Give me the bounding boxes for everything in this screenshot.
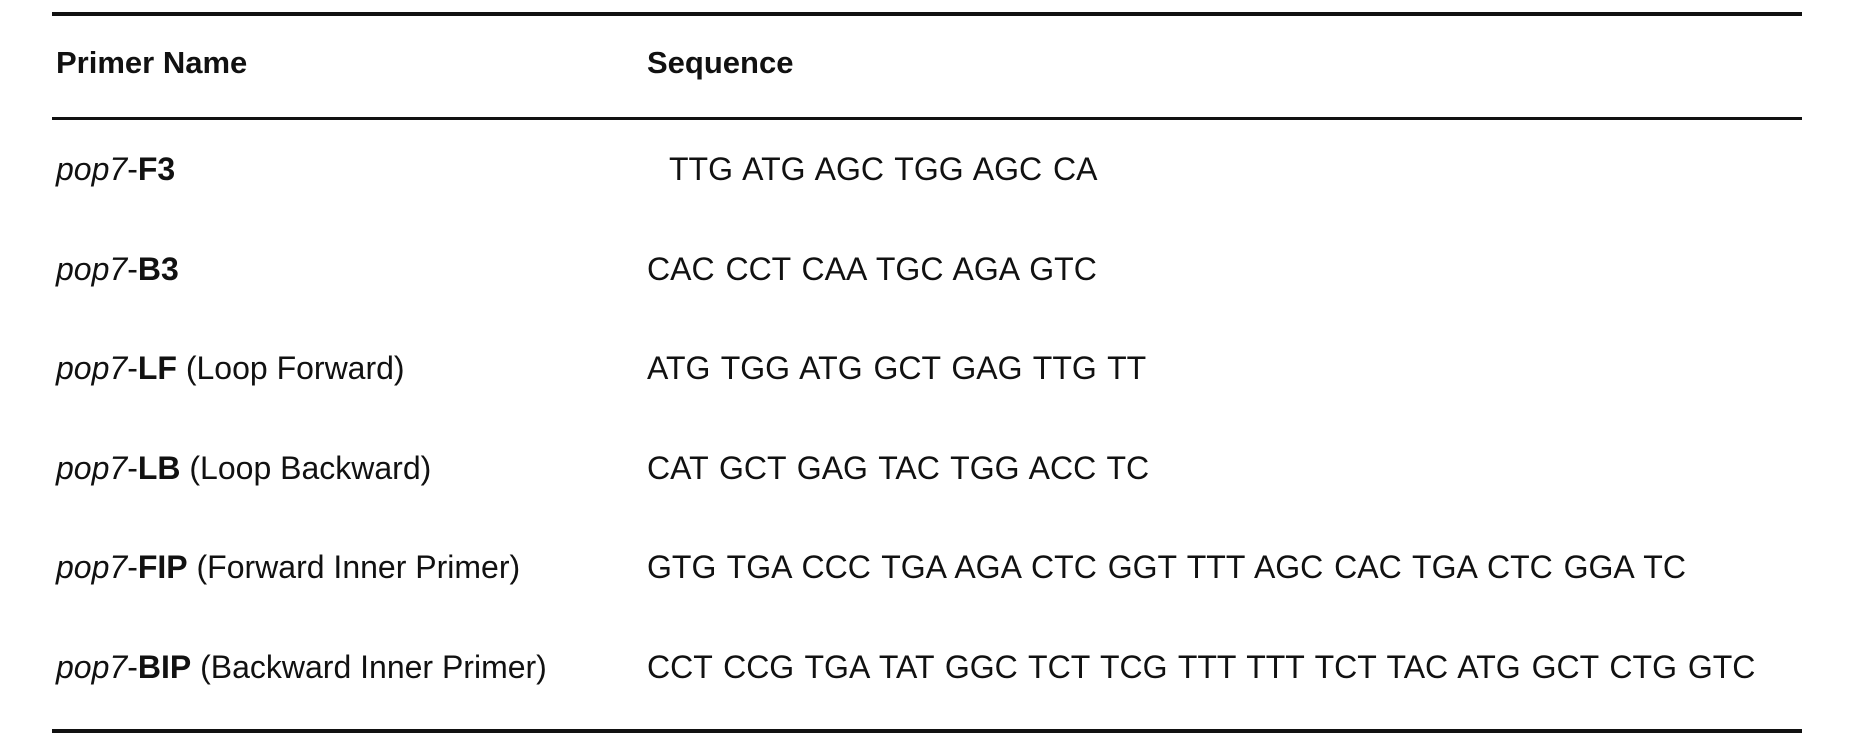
sequence-cell: GTG TGA CCC TGA AGA CTC GGT TTT AGC CAC … [647,549,1686,586]
primer-code: F3 [137,151,176,188]
primer-name-cell: pop7-LF (Loop Forward) [52,350,647,387]
separator: - [127,350,138,387]
table-top-rule [52,12,1802,16]
table-row: pop7-LF (Loop Forward) ATG TGG ATG GCT G… [52,319,1802,419]
separator: - [127,648,138,685]
table-row: pop7-FIP (Forward Inner Primer) GTG TGA … [52,518,1802,618]
primer-desc: (Backward Inner Primer) [191,648,547,685]
gene-name: pop7 [56,549,128,586]
separator: - [127,151,138,188]
table-bottom-rule [52,729,1802,733]
table-header-rule [52,117,1802,120]
separator: - [127,250,138,287]
sequence-cell: CAT GCT GAG TAC TGG ACC TC [647,449,1150,486]
sequence-cell: ATG TGG ATG GCT GAG TTG TT [647,350,1147,387]
primer-table: Primer Name Sequence pop7-F3 TTG ATG AGC… [52,12,1802,733]
primer-name-cell: pop7-B3 [52,251,647,288]
table-row: pop7-B3 CAC CCT CAA TGC AGA GTC [52,220,1802,320]
primer-code: BIP [137,648,192,685]
header-sequence: Sequence [647,44,794,80]
primer-code: FIP [137,549,188,586]
sequence-cell: CCT CCG TGA TAT GGC TCT TCG TTT TTT TCT … [647,648,1756,685]
table-body: pop7-F3 TTG ATG AGC TGG AGC CA pop7-B3 C… [52,120,1802,717]
table-row: pop7-BIP (Backward Inner Primer) CCT CCG… [52,618,1802,718]
gene-name: pop7 [56,648,128,685]
sequence-cell: TTG ATG AGC TGG AGC CA [669,151,1098,188]
primer-code: LF [137,350,177,387]
table-header-row: Primer Name Sequence [52,16,1802,117]
gene-name: pop7 [56,250,128,287]
primer-name-cell: pop7-F3 [52,151,647,188]
primer-name-cell: pop7-FIP (Forward Inner Primer) [52,549,647,586]
primer-desc: (Loop Forward) [176,350,405,387]
gene-name: pop7 [56,449,128,486]
primer-code: B3 [137,250,179,287]
primer-desc: (Forward Inner Primer) [187,549,521,586]
separator: - [127,549,138,586]
table-row: pop7-LB (Loop Backward) CAT GCT GAG TAC … [52,419,1802,519]
header-primer-name: Primer Name [56,44,248,80]
separator: - [127,449,138,486]
sequence-cell: CAC CCT CAA TGC AGA GTC [647,250,1097,287]
primer-name-cell: pop7-LB (Loop Backward) [52,450,647,487]
primer-name-cell: pop7-BIP (Backward Inner Primer) [52,649,647,686]
primer-code: LB [137,449,181,486]
primer-desc: (Loop Backward) [180,449,432,486]
gene-name: pop7 [56,151,128,188]
gene-name: pop7 [56,350,128,387]
table-row: pop7-F3 TTG ATG AGC TGG AGC CA [52,120,1802,220]
